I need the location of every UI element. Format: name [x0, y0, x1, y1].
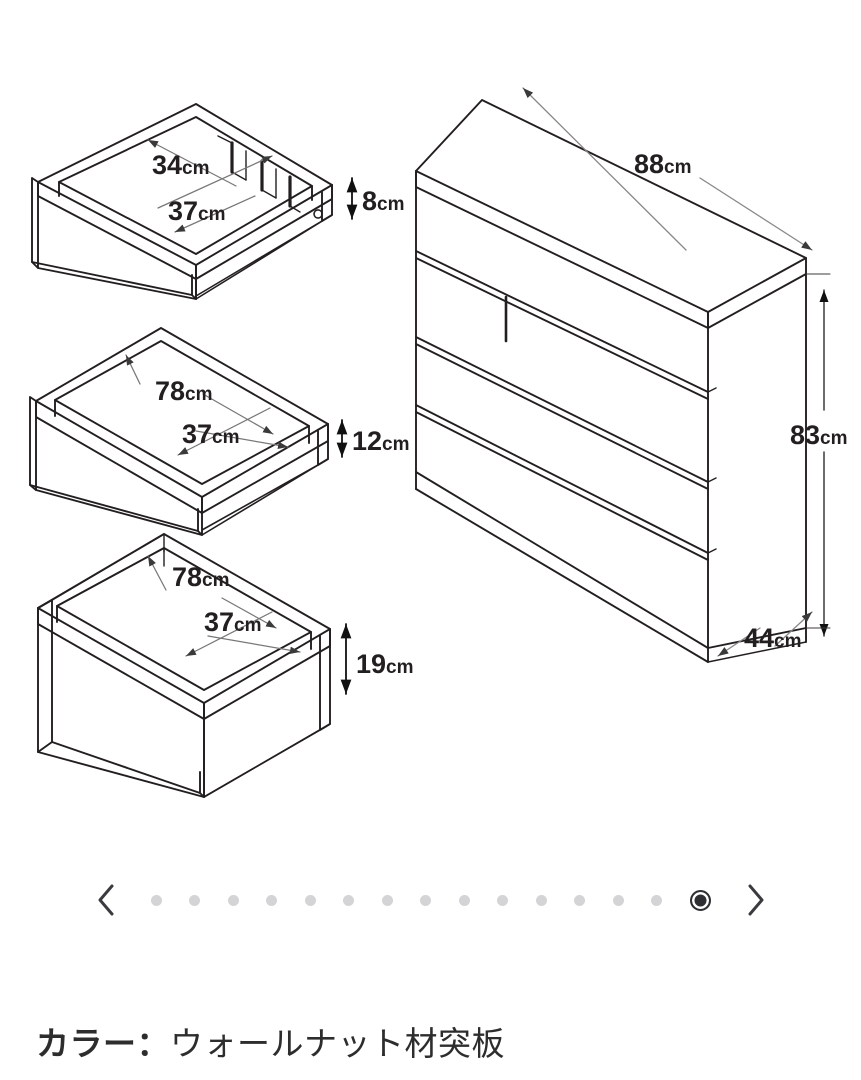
drawer-1-top-divided — [31, 103, 333, 300]
drawer-3-bottom-deep — [37, 533, 331, 798]
image-carousel-nav — [0, 862, 861, 938]
dim-line-78-bot — [147, 555, 167, 591]
drawer2-depth-value: 37 — [182, 419, 212, 449]
carousel-dot-5[interactable] — [304, 894, 316, 906]
drawer3-depth-unit: cm — [234, 615, 261, 636]
carousel-dot-1[interactable] — [150, 894, 162, 906]
carousel-dot-6[interactable] — [343, 894, 354, 906]
carousel-dot-9[interactable] — [458, 894, 470, 906]
color-caption: カラー：ウォールナット材突板 — [36, 1012, 836, 1070]
dim-line-37-a — [157, 155, 273, 209]
label-cabinet-width: 88cm — [634, 149, 692, 179]
cabinet-gap-1b — [415, 257, 709, 400]
dim-line-78-mid-b — [202, 393, 274, 435]
cabinet-gap-3 — [415, 404, 709, 554]
svg-text:34cm: 34cm — [152, 150, 210, 180]
carousel-dot-10[interactable] — [497, 894, 508, 906]
dim-line-44-b — [774, 611, 813, 647]
svg-text:37cm: 37cm — [182, 419, 240, 449]
cabinet-width-value: 88 — [634, 149, 664, 179]
cabinet-depth-value: 44 — [744, 623, 774, 653]
carousel-dot-14[interactable] — [651, 894, 662, 906]
svg-text:78cm: 78cm — [155, 376, 213, 406]
drawer1-depth-unit: cm — [198, 204, 225, 225]
svg-text:37cm: 37cm — [168, 196, 226, 226]
label-drawer3-width: 78cm — [172, 562, 230, 592]
dim-line-88-a — [522, 87, 687, 251]
carousel-dot-12[interactable] — [574, 894, 585, 906]
label-drawer3-height: 19cm — [356, 649, 414, 679]
drawer3-depth-value: 37 — [204, 607, 234, 637]
carousel-dot-3[interactable] — [227, 894, 239, 906]
svg-text:12cm: 12cm — [352, 426, 410, 456]
dim-line-37-bot-b — [207, 635, 301, 654]
svg-text:8cm: 8cm — [362, 186, 405, 216]
drawer-2-middle-shallow — [29, 327, 329, 536]
carousel-dot-4[interactable] — [266, 894, 277, 906]
drawer2-depth-unit: cm — [212, 427, 239, 448]
cabinet-width-unit: cm — [664, 157, 691, 178]
dim-line-37-mid-a — [177, 407, 271, 456]
carousel-dot-list — [150, 887, 711, 913]
carousel-dot-11[interactable] — [535, 894, 547, 906]
dim-line-88-b — [699, 177, 813, 251]
drawer1-width-unit: cm — [182, 158, 209, 179]
drawer1-depth-value: 37 — [168, 196, 198, 226]
carousel-prev-button[interactable] — [83, 875, 129, 925]
label-drawer2-height: 12cm — [352, 426, 410, 456]
cabinet-gap-1 — [415, 250, 709, 393]
drawer1-width-value: 34 — [152, 150, 182, 180]
carousel-dot-8[interactable] — [420, 894, 431, 906]
svg-text:37cm: 37cm — [204, 607, 262, 637]
cabinet-height-unit: cm — [820, 428, 847, 449]
cabinet-gap-3b — [415, 411, 709, 561]
dim-line-44-a — [717, 627, 761, 657]
svg-text:88cm: 88cm — [634, 149, 692, 179]
label-drawer1-width: 34cm — [152, 150, 210, 180]
carousel-dot-2[interactable] — [189, 894, 200, 906]
dim-line-78-bot-b — [221, 597, 277, 629]
drawer2-height-value: 12 — [352, 426, 382, 456]
drawer2-width-unit: cm — [185, 384, 212, 405]
carousel-dot-7[interactable] — [381, 894, 393, 906]
cabinet-height-value: 83 — [790, 420, 820, 450]
chevron-right-icon — [745, 883, 767, 917]
cabinet-depth-unit: cm — [774, 631, 801, 652]
svg-text:44cm: 44cm — [744, 623, 802, 653]
color-caption-label: カラー： — [36, 1025, 170, 1062]
dim-line-78-mid — [125, 354, 141, 385]
label-drawer1-height: 8cm — [362, 186, 405, 216]
cabinet-gap-2 — [415, 336, 709, 483]
label-drawer3-depth: 37cm — [204, 607, 262, 637]
drawer3-width-unit: cm — [202, 570, 229, 591]
drawer3-height-value: 19 — [356, 649, 386, 679]
drawer1-height-unit: cm — [377, 194, 404, 215]
drawer3-width-value: 78 — [172, 562, 202, 592]
cabinet-4-drawer-chest — [415, 99, 807, 663]
carousel-dot-13[interactable] — [612, 894, 624, 906]
dimension-diagram: 34cm 37cm 8cm 78cm 37cm — [29, 87, 848, 798]
drawer1-height-value: 8 — [362, 186, 377, 216]
dim-line-37-bot-a — [185, 611, 273, 657]
dim-line-37-mid-b — [195, 430, 289, 449]
drawer2-width-value: 78 — [155, 376, 185, 406]
svg-text:78cm: 78cm — [172, 562, 230, 592]
drawer2-height-unit: cm — [382, 434, 409, 455]
label-drawer1-depth: 37cm — [168, 196, 226, 226]
dim-line-34 — [147, 139, 237, 187]
svg-text:83cm: 83cm — [790, 420, 848, 450]
cabinet-gap-2b — [415, 343, 709, 490]
chevron-left-icon — [95, 883, 117, 917]
label-cabinet-height: 83cm — [790, 420, 848, 450]
carousel-next-button[interactable] — [733, 875, 779, 925]
color-caption-value: ウォールナット材突板 — [170, 1025, 505, 1062]
svg-text:19cm: 19cm — [356, 649, 414, 679]
drawer3-height-unit: cm — [386, 657, 413, 678]
label-drawer2-width: 78cm — [155, 376, 213, 406]
dim-line-37-b — [174, 195, 256, 233]
carousel-dot-15[interactable] — [689, 889, 711, 911]
label-drawer2-depth: 37cm — [182, 419, 240, 449]
label-cabinet-depth: 44cm — [744, 623, 802, 653]
